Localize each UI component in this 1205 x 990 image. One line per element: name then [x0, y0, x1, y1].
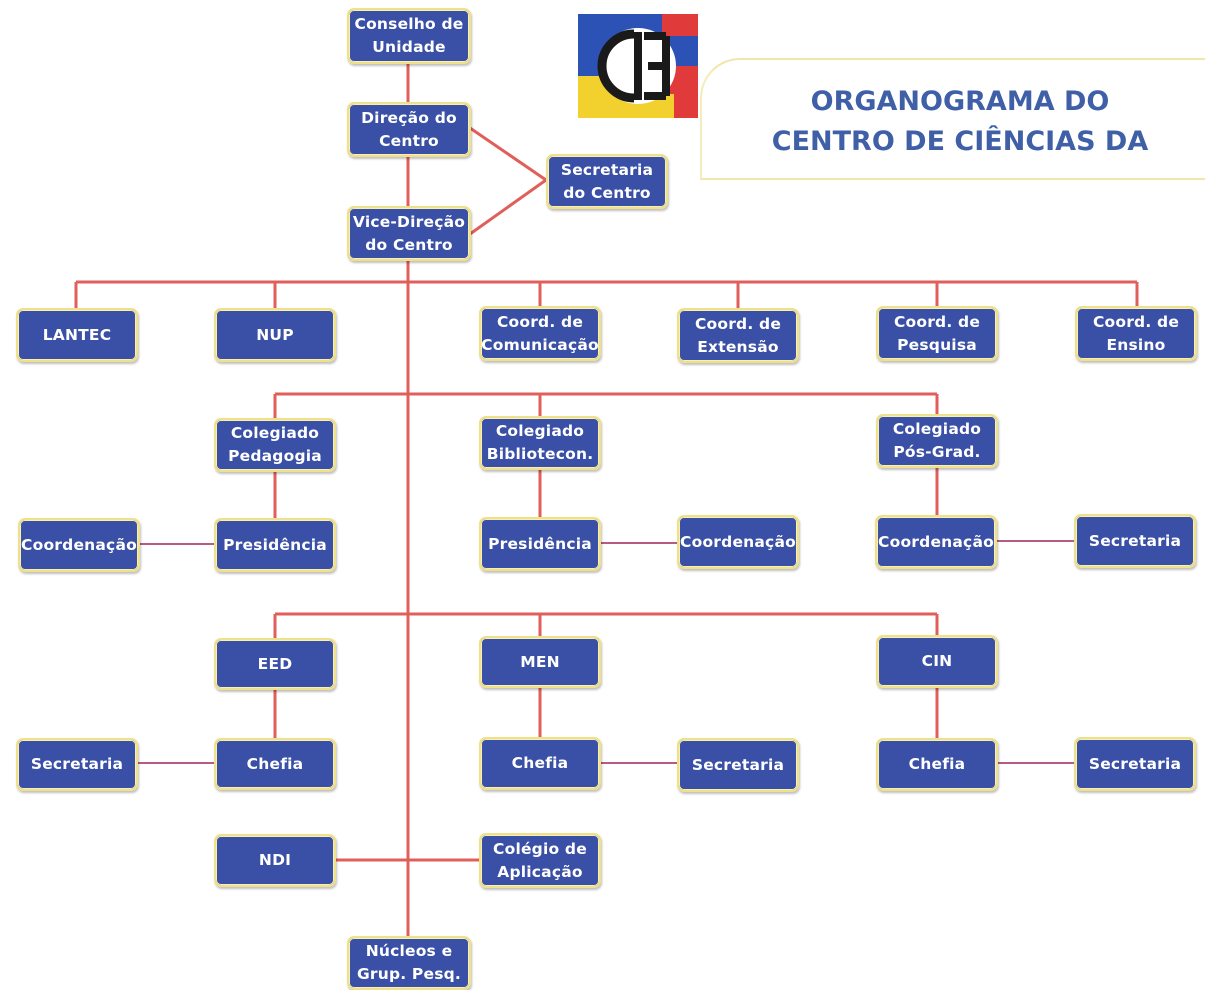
node-coord-extensao: Coord. de Extensão	[677, 308, 799, 363]
node-coord-pesquisa: Coord. de Pesquisa	[876, 306, 998, 361]
node-men: MEN	[479, 636, 601, 688]
title-line-1: ORGANOGRAMA DO	[810, 86, 1110, 117]
node-colegiado-pedagogia: Colegiado Pedagogia	[214, 418, 336, 472]
node-secretaria-do-centro: Secretaria do Centro	[546, 154, 668, 209]
node-colegiado-pos-grad: Colegiado Pós-Grad.	[876, 414, 998, 468]
node-coord-comunicacao: Coord. de Comunicação	[479, 306, 601, 361]
node-secretaria-men: Secretaria	[677, 738, 799, 792]
node-coord-ensino: Coord. de Ensino	[1075, 306, 1197, 361]
node-eed: EED	[214, 638, 336, 690]
node-ndi: NDI	[214, 834, 336, 887]
node-coordenacao-bibliotecon: Coordenação	[677, 515, 799, 569]
node-colegio-de-aplicacao: Colégio de Aplicação	[479, 833, 601, 888]
node-secretaria-eed: Secretaria	[16, 738, 138, 791]
node-coordenacao-pedagogia: Coordenação	[18, 518, 140, 572]
node-nup: NUP	[214, 308, 336, 362]
node-chefia-eed: Chefia	[214, 738, 336, 790]
node-vice-direcao: Vice-Direção do Centro	[347, 206, 471, 261]
node-nucleos-grup-pesq: Núcleos e Grup. Pesq.	[347, 936, 471, 990]
title-line-2: CENTRO DE CIÊNCIAS DA	[771, 126, 1149, 157]
node-direcao-do-centro: Direção do Centro	[347, 102, 471, 157]
node-colegiado-bibliotecon: Colegiado Bibliotecon.	[479, 416, 601, 470]
ced-logo-icon	[578, 14, 698, 118]
node-conselho-de-unidade: Conselho de Unidade	[347, 8, 471, 64]
node-presidencia-bibliotecon: Presidência	[479, 517, 601, 571]
node-cin: CIN	[876, 635, 998, 688]
page-title: ORGANOGRAMA DO CENTRO DE CIÊNCIAS DA	[720, 82, 1200, 162]
node-chefia-cin: Chefia	[876, 738, 998, 791]
node-coordenacao-pos-grad: Coordenação	[875, 515, 997, 569]
node-chefia-men: Chefia	[479, 737, 601, 790]
node-presidencia-pedagogia: Presidência	[214, 518, 336, 572]
title-banner	[700, 58, 1205, 180]
node-secretaria-cin: Secretaria	[1074, 737, 1196, 791]
node-secretaria-pos-grad: Secretaria	[1074, 514, 1196, 568]
node-lantec: LANTEC	[16, 308, 138, 362]
